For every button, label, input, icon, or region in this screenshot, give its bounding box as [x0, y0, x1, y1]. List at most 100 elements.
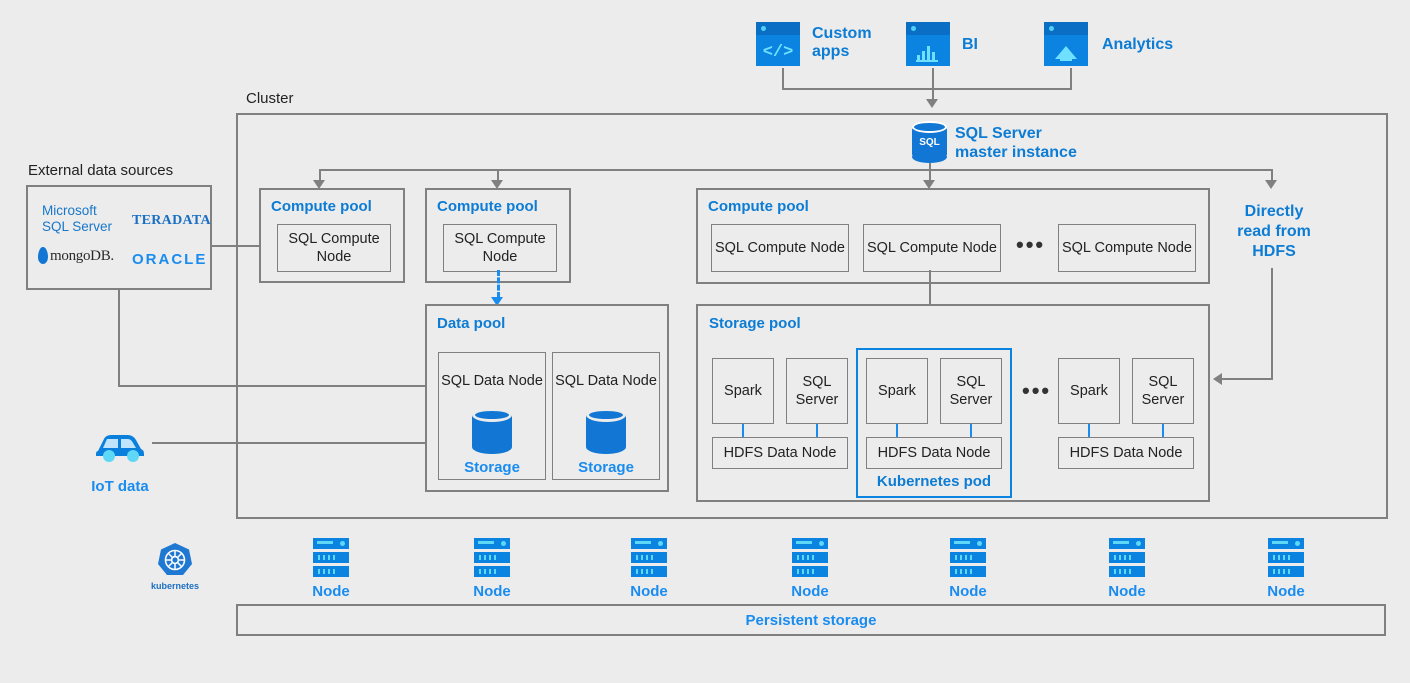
connector-master-bus	[319, 169, 1272, 171]
connector-ext-to-cp1	[212, 245, 275, 247]
node-rack-icon	[313, 538, 349, 578]
compute-pool-ellipsis: •••	[1016, 232, 1046, 257]
connector-sqlserver-hdfs	[970, 424, 972, 438]
persistent-storage-label: Persistent storage	[745, 611, 877, 629]
connector-consumers-to-master	[932, 88, 934, 100]
connector-consumers-bar	[782, 88, 1072, 90]
external-sources-title: External data sources	[28, 162, 174, 179]
arrow-to-compute-pool-main	[923, 180, 935, 189]
mongodb-leaf-icon	[38, 247, 48, 264]
node-rack-icon	[1268, 538, 1304, 578]
sql-data-node: SQL Data Node Storage	[552, 352, 660, 480]
arrow-to-compute-pool-1	[313, 180, 325, 189]
logo-oracle: ORACLE	[132, 251, 208, 268]
connector-master-down	[929, 163, 931, 171]
direct-read-label: Directly read from HDFS	[1237, 203, 1311, 260]
sql-master-label: SQL Server master instance	[955, 125, 1077, 162]
node-rack-icon	[950, 538, 986, 578]
node-rack-icon	[631, 538, 667, 578]
compute-pool-2-title: Compute pool	[437, 198, 538, 215]
connector-spark-hdfs	[896, 424, 898, 438]
logo-microsoft-sql-server: Microsoft SQL Server	[42, 203, 113, 235]
sql-data-node: SQL Data Node Storage	[438, 352, 546, 480]
spark-node: Spark	[712, 358, 774, 424]
arrow-cp2-to-datapool	[491, 297, 503, 306]
storage-pool-ellipsis: •••	[1022, 378, 1052, 403]
sql-compute-node: SQL Compute Node	[443, 224, 557, 272]
storage-cylinder-icon	[586, 408, 626, 454]
kubernetes-pod-box	[856, 348, 1012, 498]
node-label: Node	[1267, 583, 1305, 600]
analytics-window-icon	[1044, 22, 1088, 66]
kubernetes-logo-icon	[156, 541, 194, 584]
hdfs-data-node: HDFS Data Node	[866, 437, 1002, 469]
iot-label: IoT data	[91, 478, 149, 495]
compute-pool-2-box: Compute pool SQL Compute Node	[425, 188, 571, 283]
sqlserver-node: SQL Server	[786, 358, 848, 424]
arrow-consumers-to-master	[926, 99, 938, 108]
persistent-storage-bar: Persistent storage	[236, 604, 1386, 636]
external-sources-box: Microsoft SQL Server TERADATA mongoDB. O…	[26, 185, 212, 290]
sql-compute-node: SQL Compute Node	[711, 224, 849, 272]
node-label: Node	[1108, 583, 1146, 600]
spark-node: Spark	[1058, 358, 1120, 424]
connector-ext-to-datapool	[118, 385, 435, 387]
sqlserver-node: SQL Server	[1132, 358, 1194, 424]
storage-pool-title: Storage pool	[709, 315, 801, 332]
iot-car-icon	[92, 425, 148, 472]
sql-compute-node: SQL Compute Node	[863, 224, 1001, 272]
data-pool-box: Data pool SQL Data Node Storage SQL Data…	[425, 304, 669, 492]
connector-directread-down	[1271, 268, 1273, 380]
kubernetes-pod-label: Kubernetes pod	[876, 473, 992, 490]
sql-master-cylinder-icon: SQL	[912, 121, 947, 163]
node-label: Node	[473, 583, 511, 600]
sql-compute-node: SQL Compute Node	[277, 224, 391, 272]
sqlserver-node: SQL Server	[940, 358, 1002, 424]
connector-customapps-down	[782, 68, 784, 90]
barchart-window-icon	[906, 22, 950, 66]
node-label: Node	[312, 583, 350, 600]
connector-directread-left	[1222, 378, 1273, 380]
arrow-to-compute-pool-2	[491, 180, 503, 189]
storage-pool-box: Storage pool Spark SQL Server HDFS Data …	[696, 304, 1210, 502]
code-window-icon: </>	[756, 22, 800, 66]
connector-bus-cpmain	[929, 169, 931, 181]
sql-data-node-title: SQL Data Node	[441, 372, 543, 389]
node-rack-icon	[474, 538, 510, 578]
compute-pool-main-title: Compute pool	[708, 198, 809, 215]
house-glyph	[1055, 46, 1077, 61]
spark-node: Spark	[866, 358, 928, 424]
arrow-to-direct-read	[1265, 180, 1277, 189]
compute-pool-main-box: Compute pool SQL Compute Node SQL Comput…	[696, 188, 1210, 284]
analytics-label: Analytics	[1102, 36, 1174, 53]
custom-apps-label: Custom apps	[812, 25, 872, 61]
analytics-group	[1044, 22, 1088, 66]
data-pool-title: Data pool	[437, 315, 506, 332]
connector-sqlserver-hdfs	[1162, 424, 1164, 438]
logo-teradata: TERADATA	[132, 213, 211, 228]
connector-iot-to-datapool	[152, 442, 435, 444]
connector-cp2-to-datapool	[497, 270, 500, 298]
kubernetes-label: kubernetes	[150, 581, 200, 591]
storage-label: Storage	[464, 459, 520, 476]
bar-glyph	[916, 46, 938, 62]
cluster-label: Cluster	[246, 90, 294, 107]
connector-bus-right	[1271, 169, 1273, 181]
connector-bi-down	[932, 68, 934, 90]
node-label: Node	[791, 583, 829, 600]
node-label: Node	[949, 583, 987, 600]
storage-cylinder-icon	[472, 408, 512, 454]
node-label: Node	[630, 583, 668, 600]
connector-bus-cp1	[319, 169, 321, 181]
sql-data-node-title: SQL Data Node	[555, 372, 657, 389]
connector-spark-hdfs	[1088, 424, 1090, 438]
connector-ext-down	[118, 290, 120, 387]
storage-label: Storage	[578, 459, 634, 476]
sql-compute-node: SQL Compute Node	[1058, 224, 1196, 272]
custom-apps-group: </>	[756, 22, 800, 66]
connector-sqlserver-hdfs	[816, 424, 818, 438]
bi-label: BI	[962, 36, 978, 53]
logo-mongodb: mongoDB.	[38, 247, 114, 265]
bi-group	[906, 22, 950, 66]
connector-spark-hdfs	[742, 424, 744, 438]
